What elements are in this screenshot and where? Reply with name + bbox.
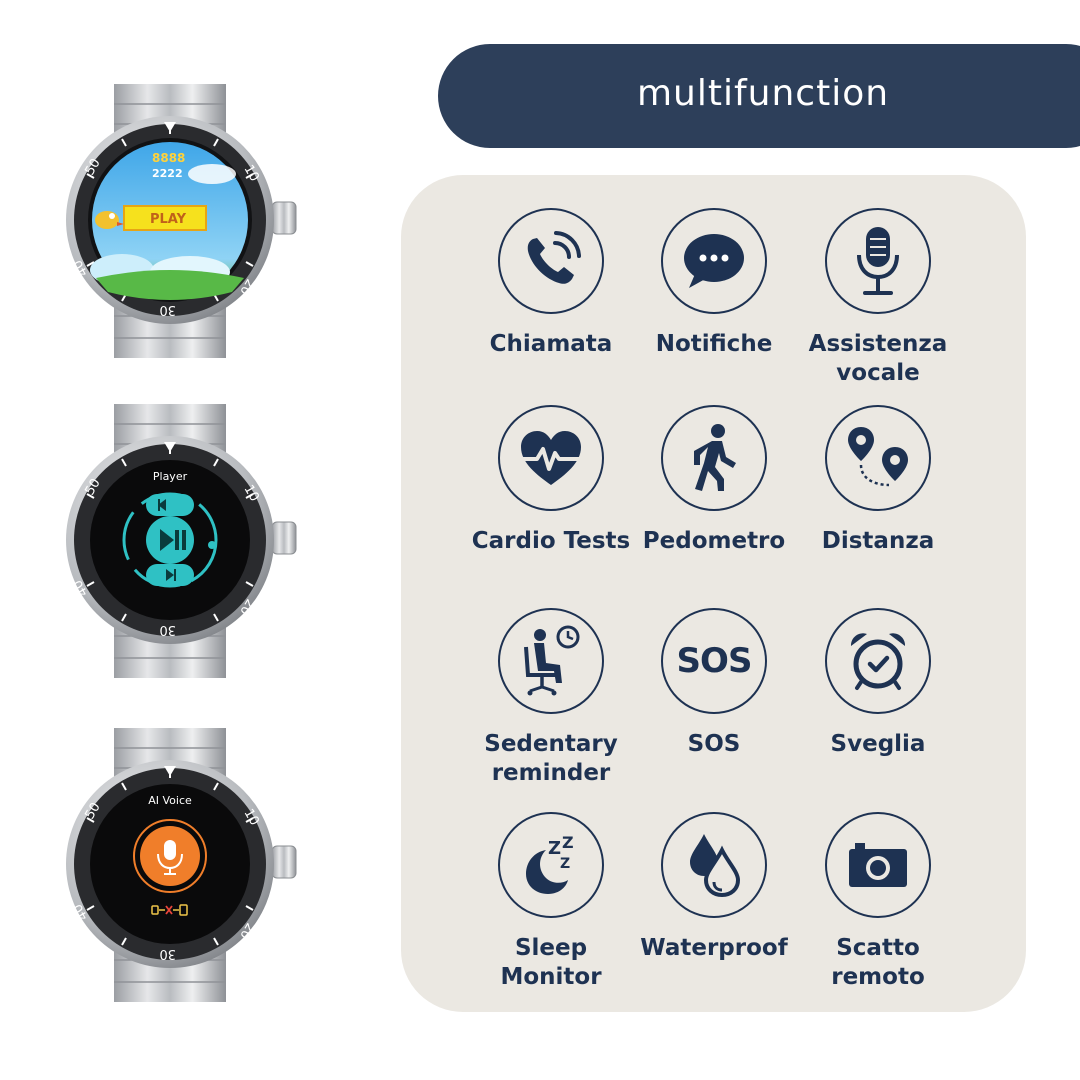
banner-title: multifunction (636, 73, 890, 114)
bezel-number: 40 (70, 577, 91, 599)
heart-pulse-icon (498, 405, 604, 511)
sos-icon: SOS (661, 608, 767, 714)
bezel-number: 40 (70, 257, 91, 279)
feature-assistenza-vocale: Assistenza vocale (796, 208, 960, 398)
feature-waterproof: Waterproof (632, 812, 796, 1002)
feature-distanza: Distanza (796, 405, 960, 595)
moon-zzz-icon: Z Z Z (498, 812, 604, 918)
feature-sedentary-reminder: Sedentary reminder (469, 608, 633, 798)
play-button-label: PLAY (150, 212, 187, 227)
feature-label: Cardio Tests (471, 528, 631, 554)
title-banner: multifunction (438, 44, 1080, 148)
current-score: 2222 (152, 167, 183, 180)
microphone-icon (825, 208, 931, 314)
bezel-number: 30 (159, 302, 176, 317)
bezel-number: 50 (82, 156, 103, 178)
feature-sleep-monitor: Z Z Z Sleep Monitor (469, 812, 633, 1002)
sos-icon-text: SOS (676, 641, 753, 681)
camera-icon (825, 812, 931, 918)
best-score: 8888 (152, 151, 185, 165)
route-pins-icon (825, 405, 931, 511)
feature-scatto-remoto: Scatto remoto (796, 812, 960, 1002)
feature-sveglia: Sveglia (796, 608, 960, 798)
feature-label: Pedometro (642, 528, 786, 554)
phone-call-icon (498, 208, 604, 314)
feature-pedometro: Pedometro (632, 405, 796, 595)
feature-notifiche: Notifiche (632, 208, 796, 398)
feature-label: Sedentary reminder (484, 731, 618, 786)
svg-text:Z: Z (560, 856, 570, 872)
bezel-number: 40 (70, 901, 91, 923)
watch-ai-voice: 50 10 40 20 30 AI Voice (62, 726, 312, 1006)
watch-player: 50 10 40 20 30 Player (62, 402, 312, 682)
feature-label: Sveglia (830, 731, 926, 757)
feature-sos: SOS SOS (632, 608, 796, 798)
alarm-clock-icon (825, 608, 931, 714)
player-title: Player (153, 470, 188, 483)
bezel-number: 10 (241, 483, 262, 505)
feature-label: Sleep Monitor (500, 935, 602, 990)
feature-label: SOS (687, 731, 741, 757)
bezel-number: 50 (82, 800, 103, 822)
svg-text:Z: Z (562, 833, 574, 852)
bezel-number: 50 (82, 476, 103, 498)
feature-cardio-tests: Cardio Tests (469, 405, 633, 595)
feature-label: Notifiche (655, 331, 773, 357)
feature-panel: Chiamata Notifiche Ass (401, 175, 1026, 1012)
feature-chiamata: Chiamata (469, 208, 633, 398)
water-drops-icon (661, 812, 767, 918)
bezel-number: 10 (241, 163, 262, 185)
chat-bubble-icon (661, 208, 767, 314)
ai-voice-title: AI Voice (148, 794, 192, 807)
bezel-number: 30 (159, 622, 176, 637)
bezel-number: 20 (236, 596, 257, 618)
feature-label: Chiamata (489, 331, 613, 357)
watch-game: 50 10 40 20 30 PLAY 8888 2222 (62, 82, 312, 362)
walking-person-icon (661, 405, 767, 511)
feature-label: Distanza (821, 528, 935, 554)
bezel-number: 30 (159, 946, 176, 961)
bezel-number: 20 (236, 920, 257, 942)
bezel-number: 20 (236, 276, 257, 298)
feature-label: Waterproof (640, 935, 788, 961)
seated-clock-icon (498, 608, 604, 714)
feature-label: Assistenza vocale (808, 331, 948, 386)
bezel-number: 10 (241, 807, 262, 829)
feature-label: Scatto remoto (831, 935, 925, 990)
svg-text:Z: Z (548, 838, 561, 859)
